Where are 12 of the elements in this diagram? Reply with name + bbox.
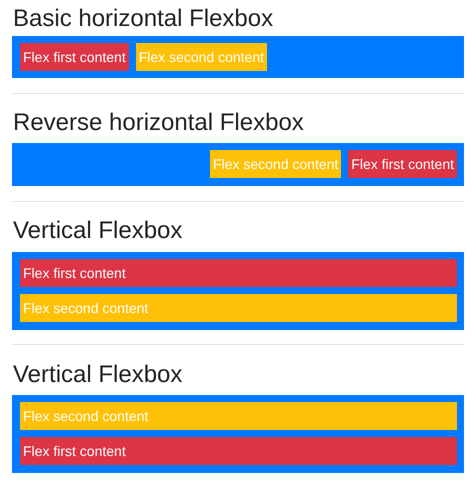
flex-item: Flex second content <box>20 402 457 430</box>
section-heading: Vertical Flexbox <box>13 216 182 246</box>
flex-item: Flex first content <box>20 437 457 465</box>
flex-item: Flex first content <box>348 150 457 178</box>
flex-item: Flex second content <box>20 294 457 322</box>
section-heading: Reverse horizontal Flexbox <box>13 108 304 138</box>
flex-item: Flex second content <box>210 150 342 178</box>
flex-item: Flex first content <box>20 43 129 71</box>
section-heading: Vertical Flexbox <box>13 360 182 390</box>
flex-item: Flex second content <box>136 43 267 71</box>
flex-item: Flex first content <box>20 259 457 287</box>
section-heading: Basic horizontal Flexbox <box>13 4 274 34</box>
